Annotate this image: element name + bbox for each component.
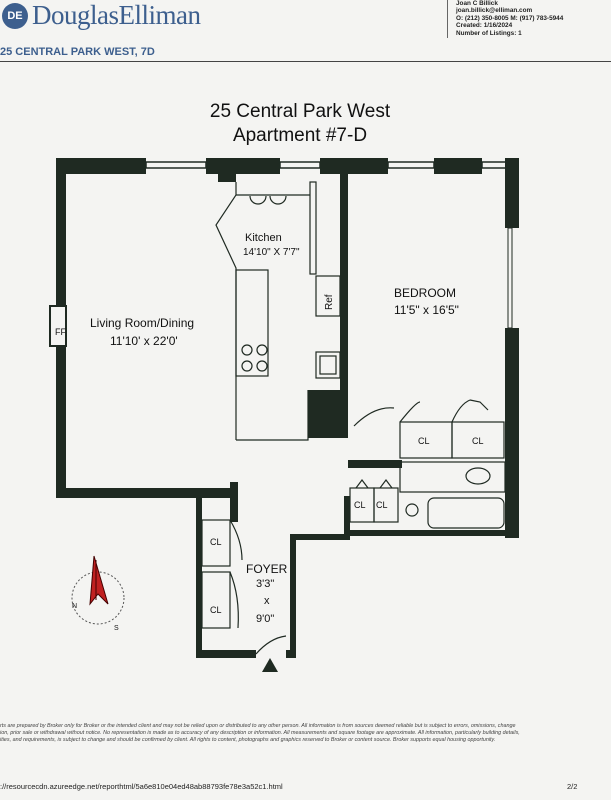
fridge-label: Ref xyxy=(324,294,335,310)
brand-logo: DE DouglasElliman xyxy=(2,0,201,31)
report-url: ://resourcecdn.azureedge.net/reporthtml/… xyxy=(0,782,283,791)
foyer-name: FOYER xyxy=(246,562,288,576)
legal-disclaimer: rts are prepared by Broker only for Brok… xyxy=(0,723,611,745)
foyer-dims-length: 9'0" xyxy=(256,613,274,625)
agent-name: Joan C Billick xyxy=(456,0,498,7)
report-header: DE DouglasElliman Joan C Billick joan.bi… xyxy=(0,0,611,62)
floor-plan-lines xyxy=(201,181,506,655)
floor-plan-title: 25 Central Park West Apartment #7-D xyxy=(0,100,600,148)
foyer-dims-width: 3'3" xyxy=(256,578,274,590)
listing-address: 25 CENTRAL PARK WEST, 7D xyxy=(0,46,155,58)
agent-phones: O: (212) 350-8005 M: (917) 783-5944 xyxy=(456,14,564,22)
floor-plan-building: 25 Central Park West xyxy=(209,101,391,122)
closet-label: CL xyxy=(418,436,430,446)
kitchen-name: Kitchen xyxy=(245,232,282,244)
floor-plan-apartment: Apartment #7-D xyxy=(232,125,368,146)
brand-name: DouglasElliman xyxy=(32,0,201,30)
compass-north-label: N xyxy=(72,603,77,610)
header-divider xyxy=(0,61,611,62)
floor-plan-walls xyxy=(49,158,519,658)
brand-logo-mark: DE xyxy=(2,2,28,29)
compass-icon xyxy=(71,555,125,625)
bedroom-name: BEDROOM xyxy=(394,286,456,300)
closet-label: CL xyxy=(210,537,222,547)
disclaimer-line: ion, prior sale or withdrawal without no… xyxy=(0,730,520,737)
disclaimer-line: rts are prepared by Broker only for Brok… xyxy=(0,723,516,729)
closet-label: CL xyxy=(376,500,388,510)
created-date: Created: 1/16/2024 xyxy=(456,22,513,30)
disclaimer-line: ities, and requirements, is subject to c… xyxy=(0,737,496,744)
entry-arrow-icon xyxy=(262,658,278,672)
page-number: 2/2 xyxy=(567,782,578,791)
listing-count: Number of Listings: 1 xyxy=(456,29,522,37)
living-room-dims: 11'10' x 22'0' xyxy=(110,334,178,348)
closet-label: CL xyxy=(354,500,366,510)
compass-south-label: S xyxy=(114,625,119,632)
kitchen-dims: 14'10" X 7'7" xyxy=(243,247,300,258)
closet-label: CL xyxy=(210,605,222,615)
agent-contact-block: Joan C Billick joan.billick@elliman.com … xyxy=(447,0,611,38)
agent-email: joan.billick@elliman.com xyxy=(456,7,533,15)
closet-label: CL xyxy=(472,436,484,446)
fireplace-label: FF xyxy=(55,327,66,337)
floor-plan-drawing: N S Living Room/Dining 11'10' x 22'0' Ki… xyxy=(49,158,519,672)
bedroom-dims: 11'5" x 16'5" xyxy=(394,303,459,317)
foyer-dims-x: x xyxy=(264,595,270,607)
living-room-name: Living Room/Dining xyxy=(90,316,194,330)
